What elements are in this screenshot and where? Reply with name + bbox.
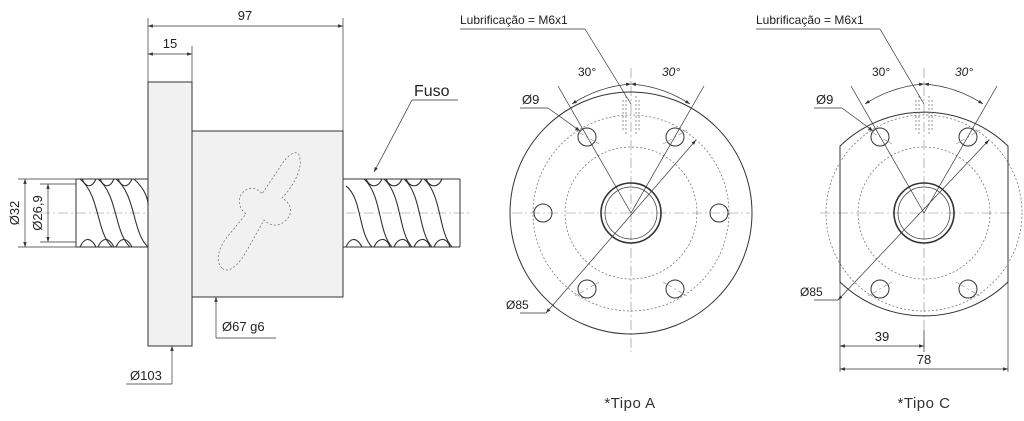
dim-width-c: 78 bbox=[917, 352, 931, 367]
lubrication-label-c: Lubrificação = M6x1 bbox=[756, 13, 864, 27]
dim-root-diameter: Ø26,9 bbox=[30, 195, 45, 230]
hidden-recirculation-path bbox=[217, 152, 301, 271]
nut-body bbox=[191, 130, 344, 298]
dim-body-diameter: Ø67 g6 bbox=[222, 319, 265, 334]
view-a: Lubrificação = M6x1 30° 30° Ø9 Ø85 *Tipo… bbox=[460, 13, 753, 412]
dim-flange-thickness: 15 bbox=[163, 36, 177, 51]
lubrication-label-a: Lubrificação = M6x1 bbox=[460, 13, 568, 27]
dim-total-length: 97 bbox=[238, 8, 252, 23]
body-hidden-c bbox=[857, 146, 991, 280]
side-view: 97 15 Ø32 Ø26,9 Ø67 g6 Ø103 Fuso bbox=[7, 8, 470, 385]
dim-outer-diameter: Ø32 bbox=[7, 201, 22, 226]
dim-flange-diameter: Ø103 bbox=[130, 368, 162, 383]
body-hidden-a bbox=[564, 146, 698, 280]
bolt-circle-label-a: Ø85 bbox=[506, 298, 529, 312]
left-screw-thread bbox=[75, 178, 149, 248]
caption-c: *Tipo C bbox=[898, 395, 951, 412]
bolt-circle-label-c: Ø85 bbox=[800, 285, 823, 299]
angle-left-c: 30° bbox=[872, 65, 890, 79]
angle-right-c: 30° bbox=[955, 65, 973, 79]
bolt-circle-c bbox=[825, 114, 1023, 312]
right-screw-thread bbox=[343, 178, 461, 248]
dim-half-width-c: 39 bbox=[875, 329, 889, 344]
view-c: Lubrificação = M6x1 30° 30° Ø9 Ø85 39 78… bbox=[756, 13, 1023, 412]
label-screw: Fuso bbox=[414, 83, 450, 100]
angle-left-a: 30° bbox=[578, 65, 596, 79]
caption-a: *Tipo A bbox=[604, 395, 655, 412]
leader-screw bbox=[373, 99, 413, 173]
flange bbox=[147, 81, 193, 347]
hole-diameter-a: Ø9 bbox=[522, 92, 539, 107]
hole-diameter-c: Ø9 bbox=[816, 92, 833, 107]
angle-right-a: 30° bbox=[662, 65, 680, 79]
